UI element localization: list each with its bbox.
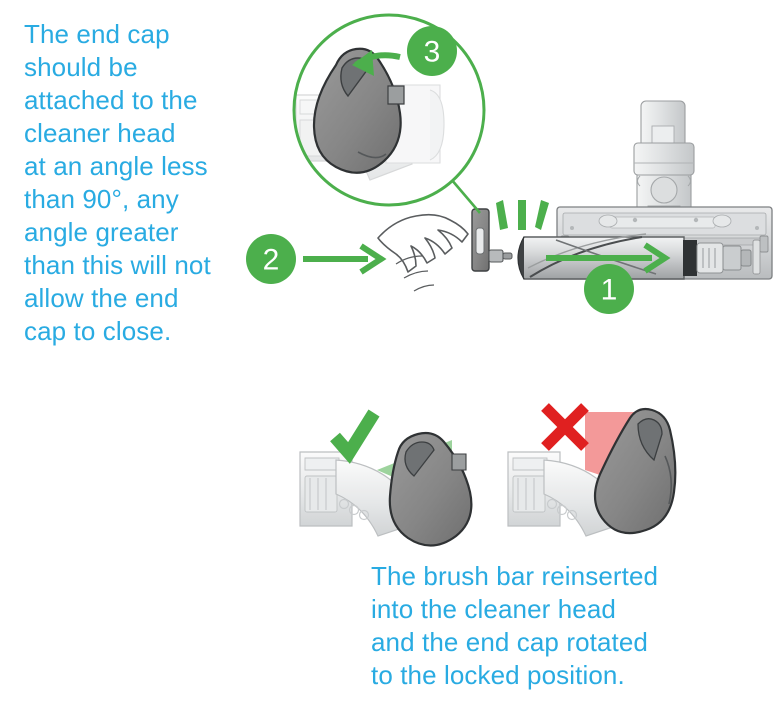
arrow-curved-left-icon-step3: [352, 50, 401, 76]
incorrect-angle-illustration: [507, 403, 677, 537]
end-cap-held: [471, 208, 513, 272]
hand-holding-end-cap: [377, 208, 513, 292]
step-badge-3-number: 3: [424, 36, 441, 69]
step-badge-1-number: 1: [601, 274, 618, 307]
bottom-caption-text: The brush bar reinserted into the cleane…: [371, 561, 659, 690]
correct-angle-illustration: [299, 409, 473, 547]
arrow-right-icon-step2: [303, 243, 387, 275]
magnified-end-cap: [312, 47, 405, 174]
magnified-cleaner-head: [295, 84, 445, 181]
cleaner-head-body: [556, 206, 773, 280]
brush-bar: [517, 233, 761, 280]
step-badge-1: 1: [584, 264, 634, 314]
wand-neck-assembly: [633, 100, 695, 217]
top-caption-text: The end cap should be attached to the cl…: [24, 19, 211, 346]
magnifier-callout: 3: [292, 13, 486, 214]
step-badge-3: 3: [407, 26, 457, 76]
step-badge-2-number: 2: [263, 244, 280, 277]
motion-ticks-icon: [496, 200, 549, 230]
brush-bar-hub: [696, 239, 761, 275]
arrow-right-icon-step1: [546, 242, 671, 274]
cross-icon: [541, 403, 589, 451]
cleaner-head-illustration: 1: [496, 100, 773, 314]
checkmark-icon: [330, 409, 380, 464]
